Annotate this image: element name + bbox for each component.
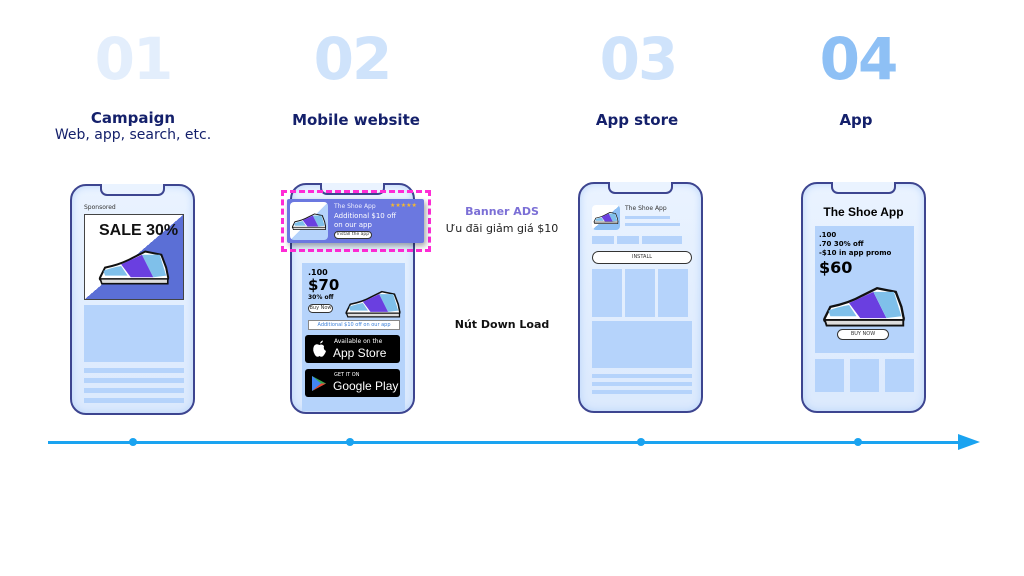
screenshot: [625, 269, 655, 317]
content-line: [625, 216, 670, 219]
banner-highlight: [281, 190, 431, 252]
final-price: $60: [819, 258, 853, 277]
old-price: .100: [308, 268, 328, 277]
content-line: [84, 398, 184, 403]
google-play-icon: [312, 376, 326, 391]
phone-campaign: Sponsored SALE 30%: [70, 184, 195, 415]
step-title-mobile-website: Mobile website: [292, 111, 420, 129]
screenshot: [658, 269, 688, 317]
install-app-button[interactable]: Install the app: [334, 231, 372, 239]
google-play-small-text: GET IT ON: [334, 372, 360, 378]
phone-app-store: The Shoe App INSTALL: [578, 182, 703, 413]
shoe-icon: [291, 213, 327, 231]
price: $70: [308, 276, 340, 294]
timeline-arrow-icon: [958, 434, 980, 450]
apple-icon: [313, 340, 326, 357]
app-store-big-text: App Store: [333, 346, 387, 360]
banner-ads-label: Banner ADS: [465, 205, 539, 218]
banner-app-icon: [290, 202, 328, 240]
banner-ads-description: Ưu đãi giảm giá $10: [445, 222, 559, 235]
buy-now-button[interactable]: Buy Now: [308, 304, 333, 313]
app-store-badge[interactable]: Available on the App Store: [305, 335, 400, 363]
banner-ad[interactable]: The Shoe App ★★★★★ Additional $10 off on…: [287, 199, 424, 243]
tag: [592, 236, 614, 244]
step-subtitle-campaign: Web, app, search, etc.: [54, 127, 212, 143]
app-store-small-text: Available on the: [334, 338, 383, 345]
shoe-icon: [823, 287, 905, 327]
sale-text: SALE 30%: [99, 222, 179, 239]
discount-line: .70 30% off: [819, 240, 864, 248]
step-number-01: 01: [94, 25, 174, 93]
app-icon: [592, 205, 620, 230]
timeline-dot: [129, 438, 137, 446]
banner-line-1: Additional $10 off: [334, 212, 397, 220]
step-number-04: 04: [819, 25, 899, 93]
timeline-dot: [637, 438, 645, 446]
promo-panel: .100 .70 30% off -$10 in app promo $60 B…: [815, 226, 914, 353]
screenshot: [592, 269, 622, 317]
content-line: [84, 388, 184, 393]
step-title-app: App: [839, 111, 873, 129]
promo-bar[interactable]: Additional $10 off on our app: [308, 320, 400, 330]
content-line: [592, 390, 692, 394]
sponsored-label: Sponsored: [84, 204, 116, 211]
shoe-icon: [345, 290, 401, 318]
old-price: .100: [819, 231, 837, 239]
google-play-badge[interactable]: GET IT ON Google Play: [305, 369, 400, 397]
content-line: [84, 368, 184, 373]
sale-ad: SALE 30%: [84, 214, 184, 300]
content-block: [84, 305, 184, 362]
content-line: [84, 378, 184, 383]
discount: 30% off: [308, 294, 334, 301]
content-line: [625, 223, 680, 226]
promo-line: -$10 in app promo: [819, 249, 892, 257]
shoe-icon: [593, 212, 619, 225]
tag: [642, 236, 682, 244]
content-tile: [850, 359, 879, 392]
step-title-app-store: App store: [595, 111, 679, 129]
step-number-02: 02: [313, 25, 393, 93]
app-store-app-name: The Shoe App: [625, 205, 667, 212]
phone-notch: [608, 182, 673, 194]
rating-stars: ★★★★★: [390, 202, 417, 209]
phone-app: The Shoe App .100 .70 30% off -$10 in ap…: [801, 182, 926, 413]
phone-notch: [100, 184, 165, 196]
phone-notch: [831, 182, 896, 194]
timeline-dot: [346, 438, 354, 446]
google-play-big-text: Google Play: [333, 379, 399, 393]
step-title-campaign: Campaign: [90, 109, 176, 127]
download-button-label: Nút Down Load: [454, 318, 550, 331]
install-button[interactable]: INSTALL: [592, 251, 692, 264]
content-tile: [885, 359, 914, 392]
app-title: The Shoe App: [823, 205, 904, 219]
banner-line-2: on our app: [334, 221, 372, 229]
content-tile: [815, 359, 844, 392]
shoe-icon: [98, 250, 170, 285]
timeline: [48, 441, 964, 444]
content-block: [592, 321, 692, 368]
banner-app-name: The Shoe App: [334, 203, 376, 210]
content-line: [592, 382, 692, 386]
step-number-03: 03: [599, 25, 679, 93]
timeline-dot: [854, 438, 862, 446]
tag: [617, 236, 639, 244]
content-line: [592, 374, 692, 378]
buy-now-button[interactable]: BUY NOW: [837, 329, 889, 340]
